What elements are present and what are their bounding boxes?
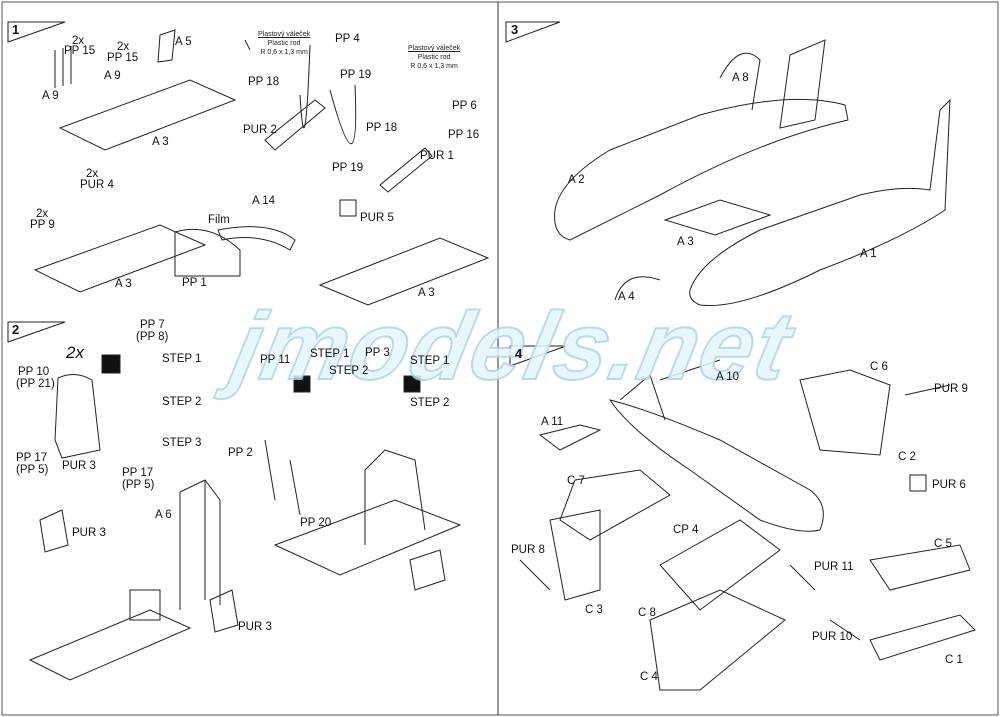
part-label-pp-9: PP 9 <box>30 219 55 231</box>
part-label-step-2: STEP 2 <box>329 365 369 377</box>
note-czech: Plastový váleček <box>258 31 311 38</box>
part-label-cp-4: CP 4 <box>673 524 699 536</box>
part-label-pp-5: (PP 5) <box>122 479 155 491</box>
part-label-c-6: C 6 <box>870 361 888 373</box>
part-label-c-1: C 1 <box>945 654 963 666</box>
part-label-pur-10: PUR 10 <box>812 631 853 643</box>
part-label-2x: 2x <box>86 168 99 180</box>
part-label-pp-19: PP 19 <box>340 69 372 81</box>
step-number-1: 1 <box>12 22 20 37</box>
part-label-a-3: A 3 <box>418 287 435 299</box>
part-label-pp-3: PP 3 <box>365 347 390 359</box>
part-label-pur-4: PUR 4 <box>80 179 114 191</box>
part-label-pp-19: PP 19 <box>332 162 364 174</box>
part-label-2x: 2x <box>117 41 130 53</box>
note-size: R 0,6 x 1,3 mm <box>410 63 458 70</box>
watermark: jmodels.net <box>223 292 803 401</box>
part-label-pur-3: PUR 3 <box>62 460 96 472</box>
part-label-pur-5: PUR 5 <box>360 212 394 224</box>
part-label-step-1: STEP 1 <box>310 348 350 360</box>
plastic-rod-note: Plastový váleček Plastic rod R 0,6 x 1,3… <box>258 30 310 57</box>
part-label-a-1: A 1 <box>860 248 877 260</box>
part-label-a-3: A 3 <box>115 278 132 290</box>
part-label-pur-11: PUR 11 <box>814 561 854 573</box>
part-label-pp-18: PP 18 <box>366 122 398 134</box>
part-label-c-7: C 7 <box>567 475 585 487</box>
part-label-film: Film <box>208 214 230 226</box>
part-label-pp-15: PP 15 <box>107 52 139 64</box>
part-label-pp-17: PP 17 <box>16 452 48 464</box>
part-label-step-3: STEP 3 <box>162 437 202 449</box>
part-label-pp-21: (PP 21) <box>16 378 55 390</box>
part-label-pp-20: PP 20 <box>300 517 332 529</box>
part-label-a-9: A 9 <box>42 90 59 102</box>
note-size: R 0,6 x 1,3 mm <box>260 49 308 56</box>
part-label-a-10: A 10 <box>716 371 740 383</box>
part-label-pur-3: PUR 3 <box>238 621 272 633</box>
part-label-pur-3: PUR 3 <box>72 527 106 539</box>
part-label-pur-9: PUR 9 <box>934 383 968 395</box>
part-label-c-5: C 5 <box>934 538 952 550</box>
part-label-a-8: A 8 <box>732 72 749 84</box>
part-label-c-2: C 2 <box>898 451 916 463</box>
part-label-pp-10: PP 10 <box>18 366 50 378</box>
part-label-pp-16: PP 16 <box>448 129 480 141</box>
part-label-c-8: C 8 <box>638 607 656 619</box>
part-label-pp-15: PP 15 <box>64 45 96 57</box>
part-label-a-11: A 11 <box>541 416 564 428</box>
part-label-a-3: A 3 <box>152 136 169 148</box>
part-label-pp-2: PP 2 <box>228 447 253 459</box>
step-number-2: 2 <box>12 322 20 337</box>
part-label-c-3: C 3 <box>585 604 603 616</box>
step-number-4: 4 <box>515 346 523 361</box>
part-label-step-1: STEP 1 <box>410 355 450 367</box>
step-number-3: 3 <box>511 22 519 37</box>
part-label-c-4: C 4 <box>640 671 658 683</box>
part-label-pur-6: PUR 6 <box>932 479 966 491</box>
note-english: Plastic rod <box>267 40 301 47</box>
part-label-a-4: A 4 <box>618 291 635 303</box>
part-label-a-3: A 3 <box>677 236 694 248</box>
part-label-pp-8: (PP 8) <box>136 331 169 343</box>
part-label-pur-2: PUR 2 <box>243 124 277 136</box>
part-label-step-1: STEP 1 <box>162 353 202 365</box>
part-label-pp-18: PP 18 <box>248 76 280 88</box>
part-label-a-9: A 9 <box>104 70 121 82</box>
note-english: Plastic rod <box>417 54 451 61</box>
note-czech: Plastový váleček <box>408 45 461 52</box>
plastic-rod-note: Plastový váleček Plastic rod R 0,6 x 1,3… <box>408 44 460 71</box>
part-label-a-5: A 5 <box>175 36 192 48</box>
part-label-pp-5: (PP 5) <box>16 464 49 476</box>
multiplier-label: 2x <box>66 343 84 362</box>
part-label-a-14: A 14 <box>252 195 276 207</box>
part-label-pur-1: PUR 1 <box>420 150 454 162</box>
part-label-pp-7: PP 7 <box>140 319 165 331</box>
part-label-a-2: A 2 <box>568 174 585 186</box>
part-label-step-2: STEP 2 <box>162 396 202 408</box>
part-label-a-6: A 6 <box>155 509 172 521</box>
part-label-step-2: STEP 2 <box>410 397 450 409</box>
part-label-pp-1: PP 1 <box>182 277 207 289</box>
part-label-2x: 2x <box>36 208 49 220</box>
part-label-pp-4: PP 4 <box>335 33 360 45</box>
part-label-pur-8: PUR 8 <box>511 544 545 556</box>
part-label-pp-17: PP 17 <box>122 467 154 479</box>
part-label-pp-11: PP 11 <box>260 354 291 366</box>
part-label-pp-6: PP 6 <box>452 100 477 112</box>
part-label-2x: 2x <box>72 35 85 47</box>
